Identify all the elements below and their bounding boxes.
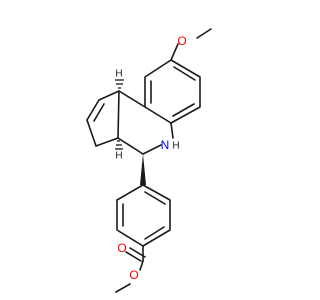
bond-c4-n — [142, 144, 162, 155]
ring-bottom-benzene — [116, 184, 171, 247]
bond-double-top-2 — [172, 103, 195, 117]
bond-n-aryl — [170, 122, 174, 139]
hash-h-top — [115, 79, 124, 89]
bond-double-bottom-2 — [144, 226, 165, 240]
bond-c1-c2-double — [93, 103, 105, 122]
molecule-structure: O N H H H O O — [86, 28, 212, 293]
bond-methyl-o — [196, 28, 212, 39]
bond-carbonyl-double-a — [125, 251, 142, 262]
bond-c1-c2 — [86, 99, 100, 121]
bond-c8b-c9b — [118, 90, 146, 108]
bond-c2-c3 — [86, 119, 97, 147]
bond-carbonyl-double-b — [129, 247, 146, 258]
ring-top-benzene — [144, 59, 201, 124]
bond-o-methyl — [115, 283, 131, 293]
atom-o-ether: O — [129, 268, 138, 282]
bond-c3-c3a — [95, 137, 119, 147]
atom-o-carbonyl: O — [117, 241, 126, 255]
hash-h-bottom — [115, 140, 123, 150]
bond-c9b-c3a — [117, 90, 120, 139]
structure-canvas: O N H H H O O — [86, 28, 212, 293]
atom-h-stereo-top: H — [115, 69, 122, 80]
bond-c-o-ether — [139, 260, 144, 271]
bond-c3a-c4 — [117, 137, 144, 155]
bond-double-bottom-1 — [144, 191, 166, 205]
atom-o-methoxy: O — [177, 34, 186, 48]
bond-c9b-c1 — [98, 90, 120, 101]
atom-n-amine: N — [161, 138, 170, 152]
wedge-c4-aryl — [140, 154, 146, 185]
bond-double-top-1 — [173, 66, 196, 81]
atom-h-stereo-bottom: H — [115, 151, 122, 162]
bond-o-aryl — [170, 43, 179, 61]
atom-h-amine: H — [172, 141, 179, 152]
